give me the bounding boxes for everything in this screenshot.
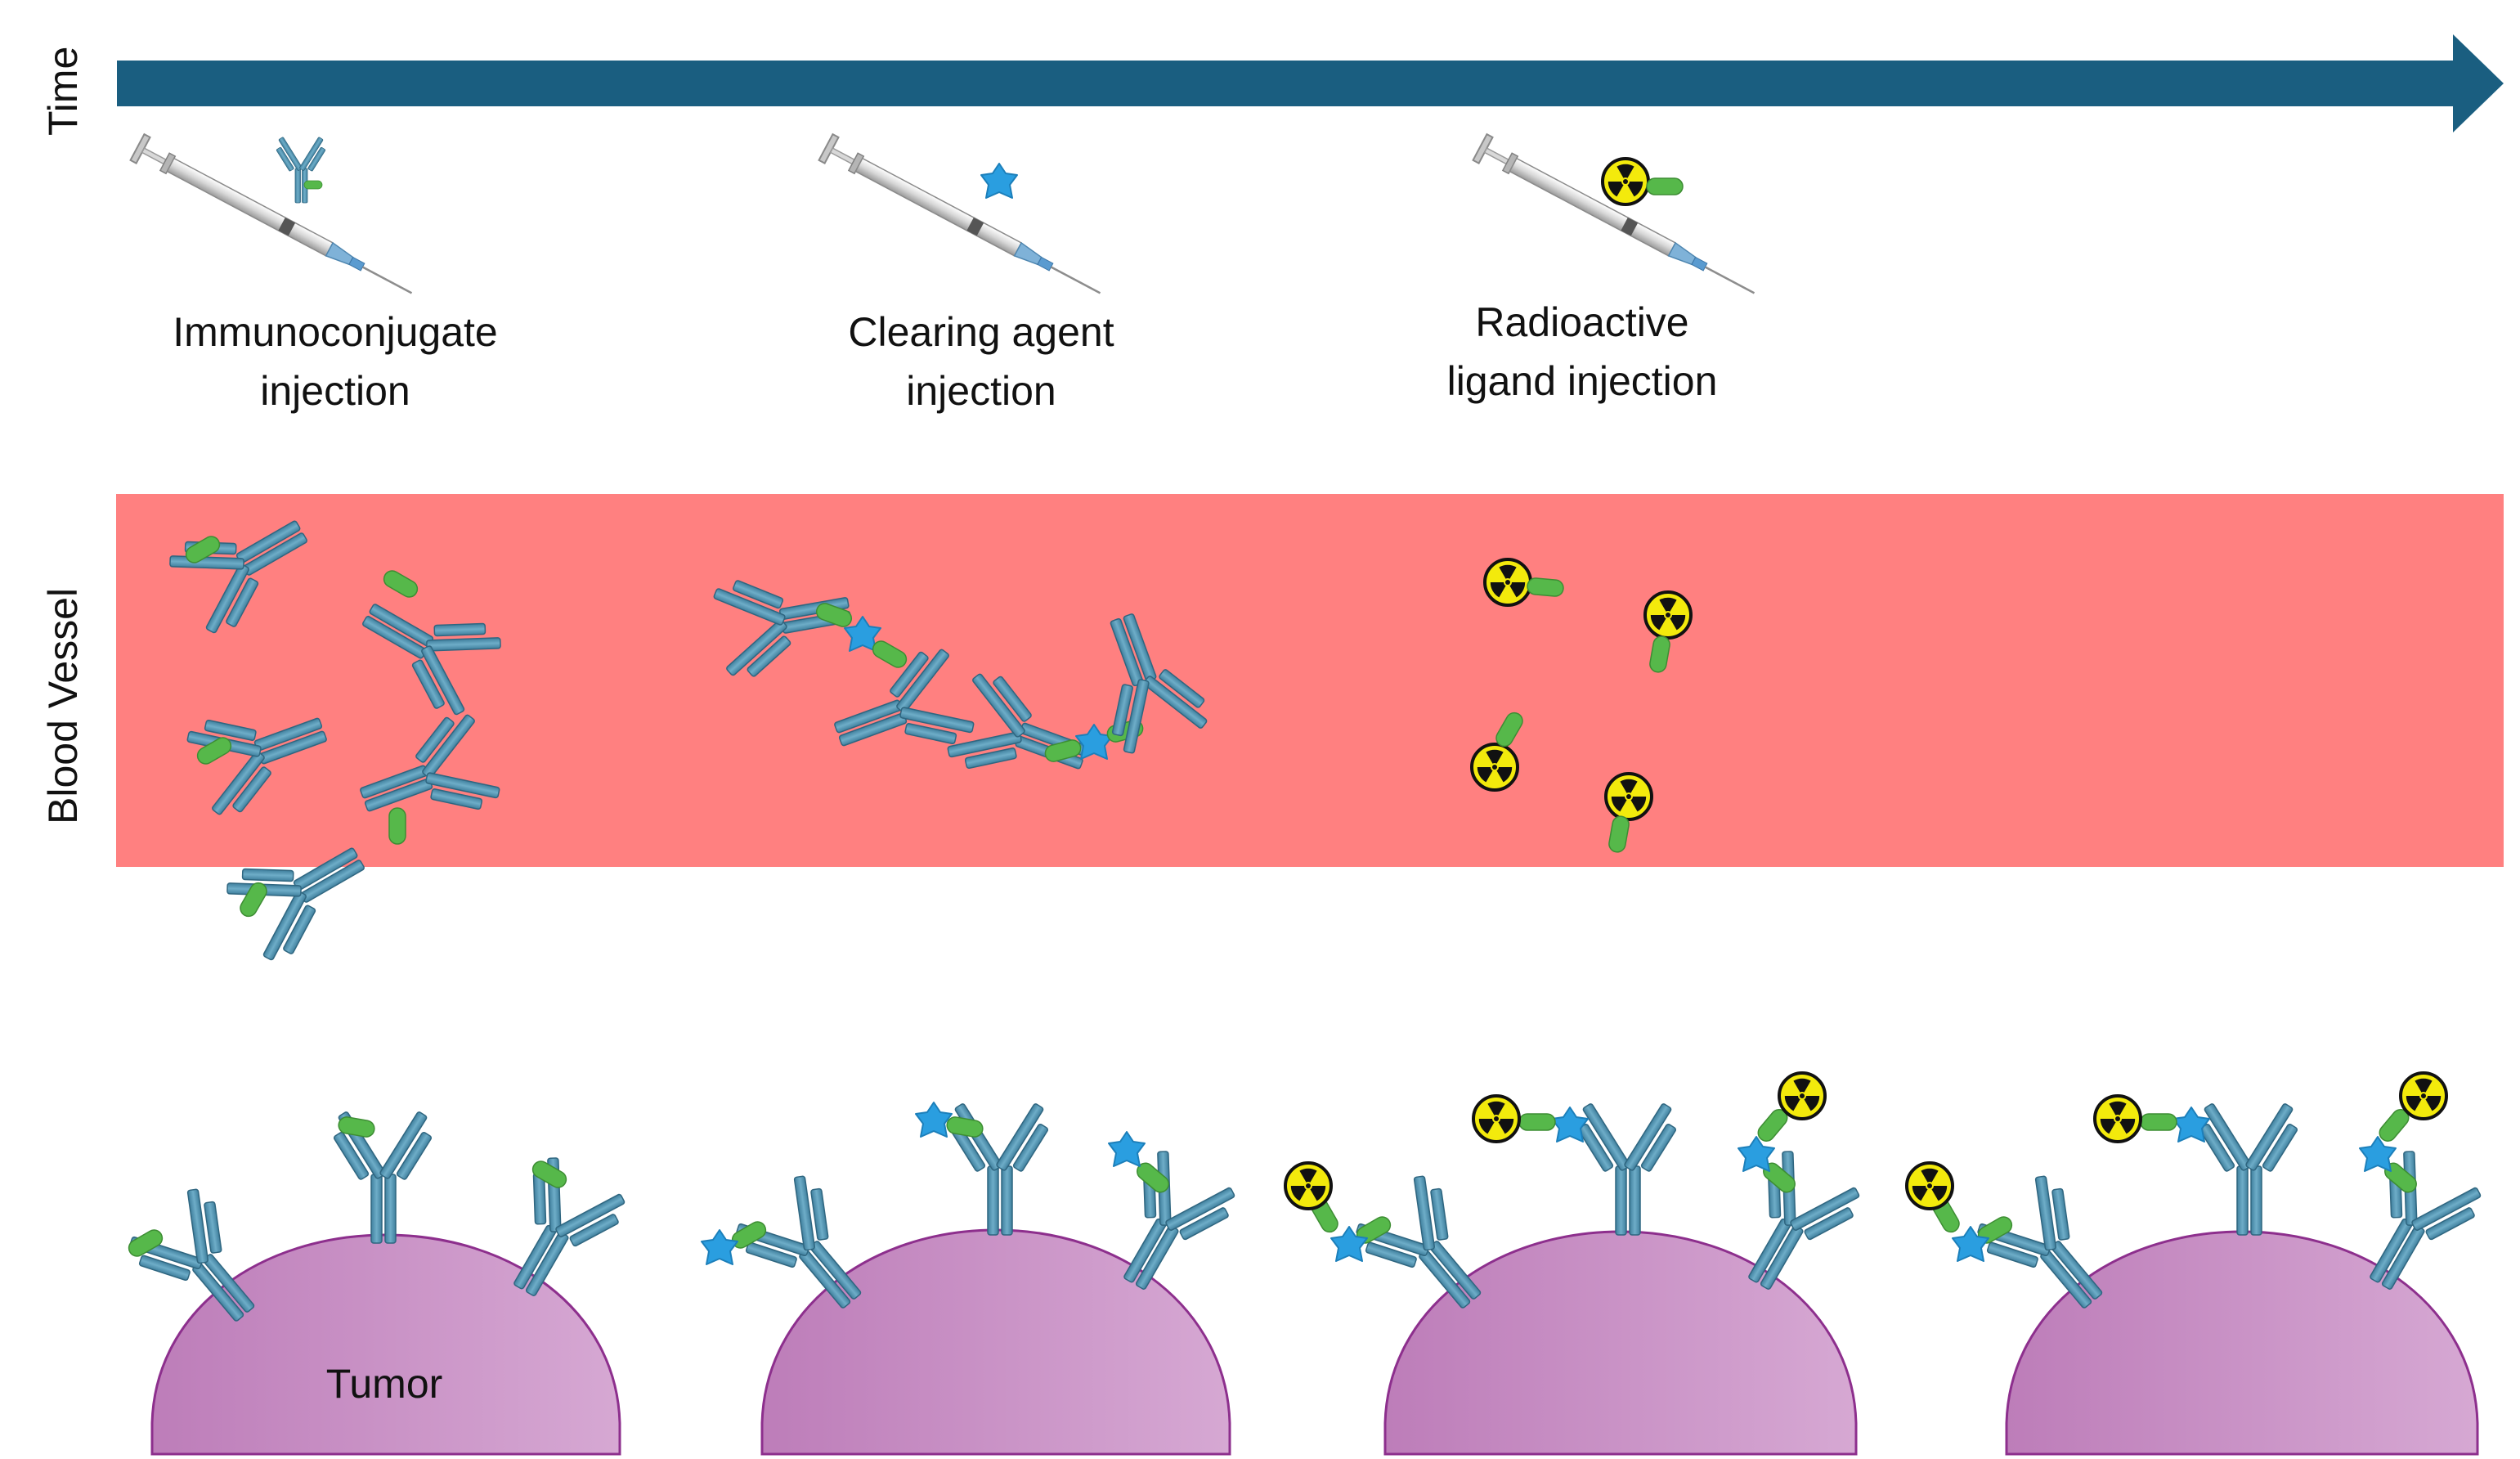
step-1-label: Immunoconjugate injection (114, 303, 556, 420)
tumor-group-2 (701, 1102, 1249, 1456)
step-2-label: Clearing agent injection (760, 303, 1202, 420)
blood-vessel-label: Blood Vessel (40, 587, 86, 824)
tumor-group-1 (115, 1111, 639, 1456)
step-1-line-2: injection (260, 368, 410, 414)
clearing-agent-icon (980, 163, 1018, 199)
step-1-line-1: Immunoconjugate (173, 309, 498, 355)
step-3-label: Radioactive ligand injection (1361, 293, 1803, 411)
radioactive-ligand-icon (1601, 157, 1684, 206)
step-2-line-2: injection (906, 368, 1056, 414)
tumor-label: Tumor (325, 1361, 443, 1407)
blood-vessel (116, 494, 2504, 867)
step-3-line-2: ligand injection (1446, 358, 1718, 404)
time-arrow (117, 34, 2504, 132)
step-2-line-1: Clearing agent (848, 309, 1114, 355)
step-3-line-1: Radioactive (1475, 299, 1689, 345)
immunoconjugate-icon (271, 137, 330, 204)
tumor-group-4 (1905, 1071, 2495, 1456)
time-axis-label: Time (40, 46, 86, 136)
time-arrow-shaft (117, 61, 2464, 106)
syringe-icon (818, 132, 1109, 308)
syringe-icon (129, 132, 420, 308)
tumor-group-3 (1284, 1071, 1874, 1456)
time-arrow-head (2453, 34, 2504, 132)
